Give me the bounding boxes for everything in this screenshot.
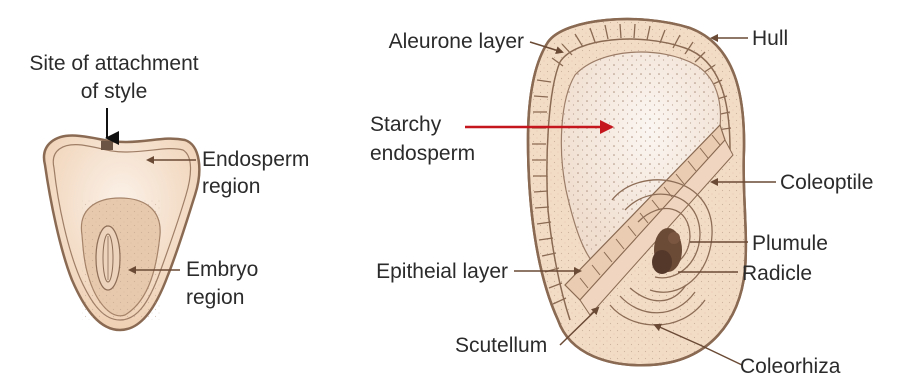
embryo-texture [82, 200, 162, 320]
label-endosperm-line1: Endosperm [202, 148, 309, 171]
label-scutellum: Scutellum [455, 334, 547, 357]
attachment-site-mark [101, 141, 113, 150]
label-endosperm-line2: region [202, 175, 260, 198]
right-seed: Aleurone layer Hull Starchy endosperm Co… [370, 10, 873, 378]
label-radicle: Radicle [742, 262, 812, 285]
label-epithelial: Epitheial layer [376, 260, 508, 283]
label-hull: Hull [752, 27, 788, 50]
label-starchy-line1: Starchy [370, 113, 442, 136]
left-seed: Site of attachment of style Endosperm re… [29, 52, 309, 330]
label-attachment-line2: of style [81, 80, 148, 103]
label-aleurone: Aleurone layer [389, 30, 524, 53]
label-coleoptile: Coleoptile [780, 171, 873, 194]
label-plumule: Plumule [752, 232, 828, 255]
label-starchy-line2: endosperm [370, 142, 475, 165]
label-attachment-line1: Site of attachment [29, 52, 198, 75]
label-coleorhiza: Coleorhiza [740, 355, 841, 378]
label-embryo-line1: Embryo [186, 258, 258, 281]
label-embryo-line2: region [186, 286, 244, 309]
